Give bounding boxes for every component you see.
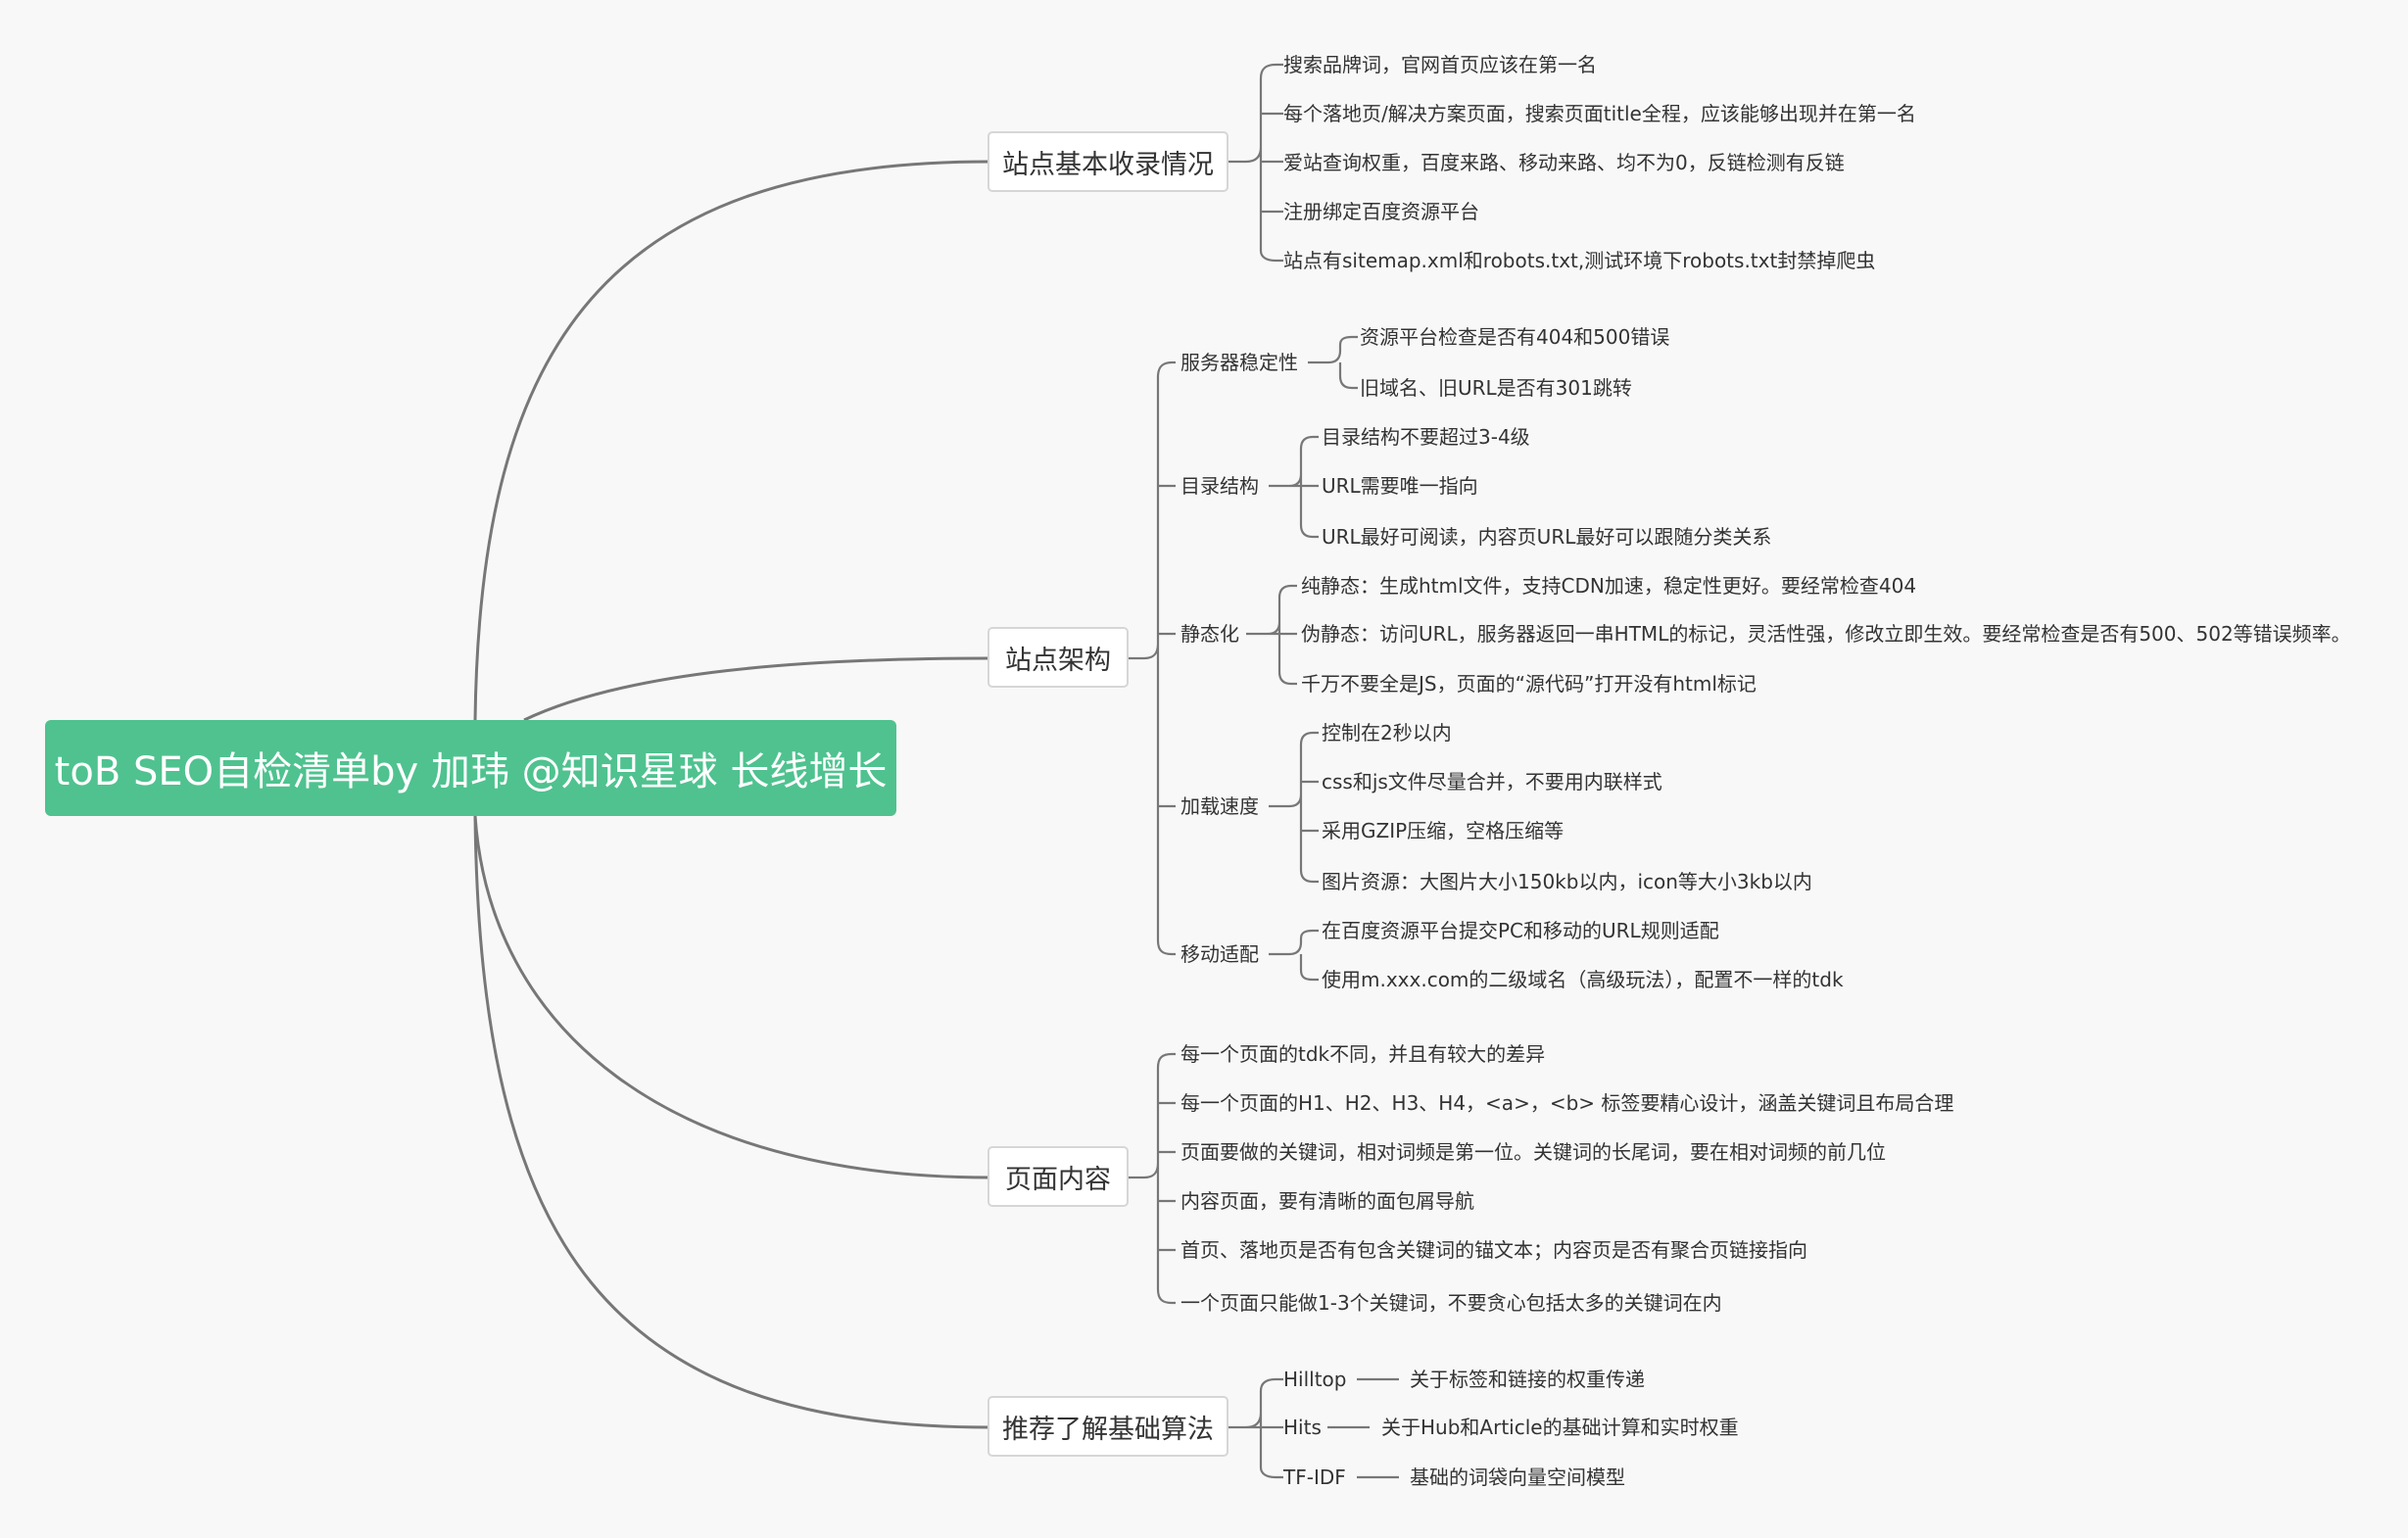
list-item: 内容页面，要有清晰的面包屑导航 xyxy=(1180,1189,1474,1213)
list-item: 页面要做的关键词，相对词频是第一位。关键词的长尾词，要在相对词频的前几位 xyxy=(1180,1140,1886,1164)
connector-static-bracket xyxy=(1246,584,1297,686)
list-item: 注册绑定百度资源平台 xyxy=(1283,200,1479,223)
list-item: 旧域名、旧URL是否有301跳转 xyxy=(1360,376,1632,400)
connector-b3-bracket xyxy=(1128,1052,1176,1305)
list-item: URL需要唯一指向 xyxy=(1322,474,1478,498)
connector-root-b2 xyxy=(523,656,990,722)
list-item: 图片资源：大图片大小150kb以内，icon等大小3kb以内 xyxy=(1322,870,1812,893)
list-item: 每个落地页/解决方案页面，搜索页面title全程，应该能够出现并在第一名 xyxy=(1283,102,1916,125)
subtopic-server[interactable]: 服务器稳定性 xyxy=(1180,351,1298,374)
connector-speed-bracket xyxy=(1269,731,1319,884)
connector-server-bracket xyxy=(1308,335,1358,390)
subtopic-mobile[interactable]: 移动适配 xyxy=(1180,942,1259,966)
list-item: 目录结构不要超过3-4级 xyxy=(1322,425,1530,449)
connector-b4-bracket xyxy=(1228,1377,1283,1479)
list-item: 在百度资源平台提交PC和移动的URL规则适配 xyxy=(1322,919,1719,942)
connector-b1-bracket xyxy=(1228,63,1283,263)
branch-page-content[interactable]: 页面内容 xyxy=(987,1146,1129,1207)
connector-root-b1 xyxy=(473,160,990,721)
list-item: 站点有sitemap.xml和robots.txt,测试环境下robots.tx… xyxy=(1283,249,1876,272)
connector-dir-bracket xyxy=(1269,435,1319,539)
connector-root-b3 xyxy=(473,815,990,1179)
subtopic-speed[interactable]: 加载速度 xyxy=(1180,794,1259,818)
list-item: 爱站查询权重，百度来路、移动来路、均不为0，反链检测有反链 xyxy=(1283,151,1845,174)
algorithm-tfidf[interactable]: TF-IDF xyxy=(1283,1466,1346,1489)
list-item: css和js文件尽量合并，不要用内联样式 xyxy=(1322,770,1662,793)
list-item: 纯静态：生成html文件，支持CDN加速，稳定性更好。要经常检查404 xyxy=(1301,574,1917,598)
branch-algorithms[interactable]: 推荐了解基础算法 xyxy=(987,1396,1228,1457)
connector-root-b4 xyxy=(473,815,990,1429)
branch-architecture[interactable]: 站点架构 xyxy=(987,627,1129,688)
list-item: 控制在2秒以内 xyxy=(1322,721,1452,745)
list-item: 资源平台检查是否有404和500错误 xyxy=(1360,325,1670,349)
list-item: 每一个页面的H1、H2、H3、H4，<a>，<b> 标签要精心设计，涵盖关键词且… xyxy=(1180,1091,1954,1115)
list-item: 千万不要全是JS，页面的“源代码”打开没有html标记 xyxy=(1301,672,1757,696)
root-topic[interactable]: toB SEO自检清单by 加玮 @知识星球 长线增长 xyxy=(45,720,896,816)
algorithm-hits-desc: 关于Hub和Article的基础计算和实时权重 xyxy=(1381,1416,1739,1439)
list-item: 使用m.xxx.com的二级域名（高级玩法），配置不一样的tdk xyxy=(1322,968,1844,991)
list-item: 伪静态：访问URL，服务器返回一串HTML的标记，灵活性强，修改立即生效。要经常… xyxy=(1301,622,2351,646)
algorithm-tfidf-desc: 基础的词袋向量空间模型 xyxy=(1410,1466,1625,1489)
algorithm-hilltop[interactable]: Hilltop xyxy=(1283,1368,1347,1391)
list-item: 采用GZIP压缩，空格压缩等 xyxy=(1322,819,1565,842)
branch-indexing[interactable]: 站点基本收录情况 xyxy=(987,131,1228,192)
list-item: 搜索品牌词，官网首页应该在第一名 xyxy=(1283,53,1597,76)
list-item: 首页、落地页是否有包含关键词的锚文本；内容页是否有聚合页链接指向 xyxy=(1180,1238,1807,1262)
connector-mobile-bracket xyxy=(1269,929,1319,982)
subtopic-directory[interactable]: 目录结构 xyxy=(1180,474,1259,498)
list-item: URL最好可阅读，内容页URL最好可以跟随分类关系 xyxy=(1322,525,1772,549)
connector-b2-bracket xyxy=(1128,360,1176,956)
algorithm-hilltop-desc: 关于标签和链接的权重传递 xyxy=(1410,1368,1645,1391)
subtopic-static[interactable]: 静态化 xyxy=(1180,622,1239,646)
list-item: 每一个页面的tdk不同，并且有较大的差异 xyxy=(1180,1042,1546,1066)
list-item: 一个页面只能做1-3个关键词，不要贪心包括太多的关键词在内 xyxy=(1180,1291,1722,1315)
algorithm-hits[interactable]: Hits xyxy=(1283,1416,1322,1439)
